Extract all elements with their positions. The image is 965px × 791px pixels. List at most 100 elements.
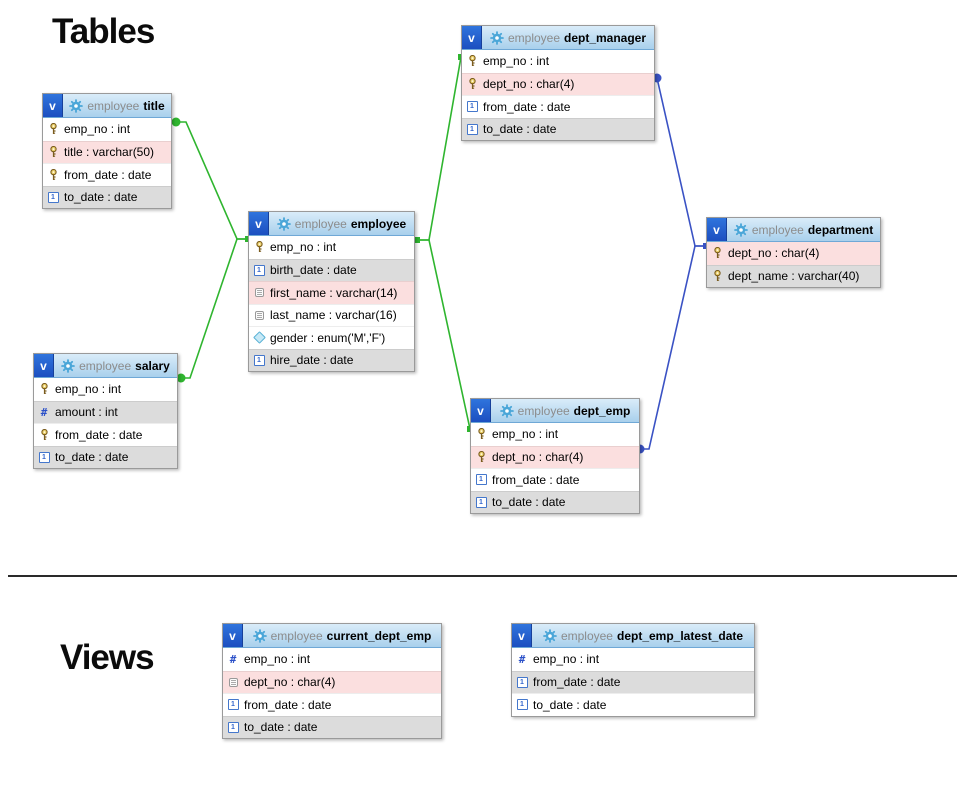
column-row-employee[interactable]: 1 birth_date : date bbox=[249, 258, 414, 281]
column-row-current_dept_emp[interactable]: #emp_no : int bbox=[223, 648, 441, 671]
column-row-title[interactable]: title : varchar(50) bbox=[43, 140, 171, 163]
table-name: current_dept_emp bbox=[326, 628, 432, 643]
column-row-title[interactable]: from_date : date bbox=[43, 163, 171, 186]
column-definition: from_date : date bbox=[55, 427, 143, 442]
column-definition: last_name : varchar(16) bbox=[270, 308, 397, 323]
column-definition: from_date : date bbox=[64, 167, 152, 182]
table-name: employee bbox=[350, 216, 407, 231]
view-badge-icon: v bbox=[223, 624, 243, 647]
column-definition: to_date : date bbox=[492, 495, 566, 510]
numeric-type-icon: # bbox=[40, 405, 48, 419]
column-definition: birth_date : date bbox=[270, 263, 357, 278]
text-type-icon bbox=[254, 310, 264, 320]
schema-name: employee bbox=[751, 222, 804, 237]
tables-section-heading: Tables bbox=[52, 12, 155, 51]
date-type-icon: 1 bbox=[466, 123, 478, 135]
column-definition: hire_date : date bbox=[270, 353, 354, 368]
column-definition: emp_no : int bbox=[533, 652, 600, 667]
view-badge-icon: v bbox=[34, 354, 54, 377]
table-name: department bbox=[807, 222, 874, 237]
date-type-icon: 1 bbox=[475, 474, 487, 486]
column-definition: dept_name : varchar(40) bbox=[728, 269, 860, 284]
column-definition: to_date : date bbox=[244, 720, 318, 735]
column-row-current_dept_emp[interactable]: dept_no : char(4) bbox=[223, 670, 441, 693]
column-row-department[interactable]: dept_name : varchar(40) bbox=[707, 264, 880, 287]
gear-icon bbox=[252, 628, 267, 643]
column-row-employee[interactable]: emp_no : int bbox=[249, 236, 414, 259]
column-row-salary[interactable]: emp_no : int bbox=[34, 378, 177, 401]
numeric-type-icon: # bbox=[518, 652, 526, 666]
gear-icon bbox=[276, 216, 291, 231]
column-definition: title : varchar(50) bbox=[64, 145, 155, 160]
schema-name: employee bbox=[294, 216, 347, 231]
column-row-salary[interactable]: from_date : date bbox=[34, 423, 177, 446]
column-row-dept_emp[interactable]: dept_no : char(4) bbox=[471, 445, 639, 468]
gear-icon bbox=[61, 358, 75, 373]
schema-name: employee bbox=[560, 628, 613, 643]
date-type-icon: 1 bbox=[466, 101, 478, 113]
column-row-department[interactable]: dept_no : char(4) bbox=[707, 242, 880, 265]
column-row-employee[interactable]: last_name : varchar(16) bbox=[249, 303, 414, 326]
column-definition: gender : enum('M','F') bbox=[270, 330, 386, 345]
view-badge-icon: v bbox=[471, 399, 491, 422]
date-type-icon: 1 bbox=[253, 264, 265, 276]
column-row-dept_emp[interactable]: emp_no : int bbox=[471, 423, 639, 446]
relationship-line-dept_manager-department bbox=[656, 77, 706, 247]
primary-key-icon bbox=[477, 451, 485, 463]
schema-name: employee bbox=[79, 358, 132, 373]
view-badge-icon: v bbox=[512, 624, 532, 647]
column-row-title[interactable]: emp_no : int bbox=[43, 118, 171, 141]
column-row-employee[interactable]: gender : enum('M','F') bbox=[249, 326, 414, 349]
column-definition: emp_no : int bbox=[270, 240, 337, 255]
text-type-icon bbox=[254, 288, 264, 298]
column-row-dept_manager[interactable]: dept_no : char(4) bbox=[462, 72, 654, 95]
column-row-employee[interactable]: first_name : varchar(14) bbox=[249, 281, 414, 304]
views-section-heading: Views bbox=[60, 638, 155, 677]
column-row-dept_emp_latest_date[interactable]: # emp_no : int bbox=[512, 648, 754, 671]
primary-key-icon bbox=[49, 146, 57, 158]
column-definition: from_date : date bbox=[244, 697, 332, 712]
column-row-dept_manager[interactable]: emp_no : int bbox=[462, 50, 654, 73]
column-row-salary[interactable]: #amount : int bbox=[34, 400, 177, 423]
primary-key-icon bbox=[713, 247, 721, 259]
view-badge-icon: v bbox=[462, 26, 482, 49]
date-type-icon: 1 bbox=[516, 676, 528, 688]
relationship-line-employee-dept_manager bbox=[417, 56, 462, 241]
gear-icon bbox=[734, 222, 748, 237]
column-definition: emp_no : int bbox=[483, 54, 550, 69]
table-name: dept_emp bbox=[573, 403, 631, 418]
table-name: dept_emp_latest_date bbox=[616, 628, 744, 643]
